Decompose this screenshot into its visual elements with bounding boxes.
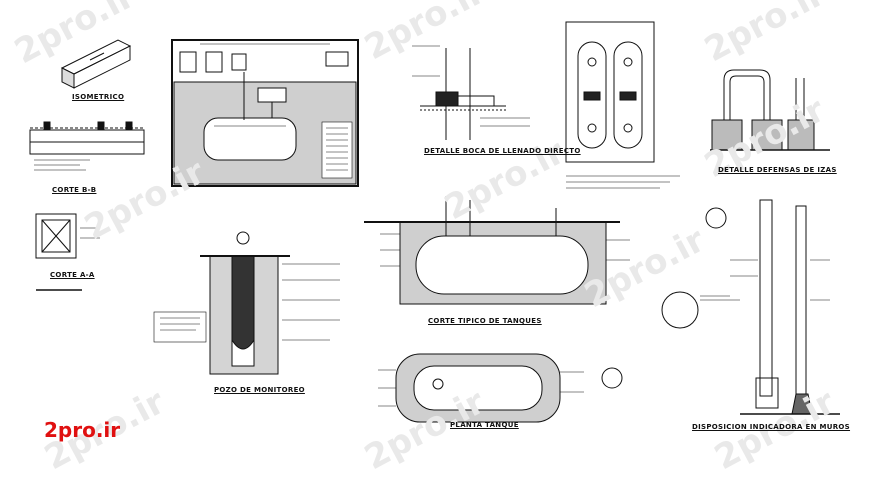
corte-bb-detail bbox=[29, 121, 145, 171]
isometric-detail bbox=[60, 39, 132, 89]
title-corte-aa: CORTE A-A bbox=[50, 271, 95, 279]
fill-port-detail bbox=[412, 45, 530, 140]
title-isometrico: ISOMETRICO bbox=[72, 93, 125, 101]
wall-marker-section bbox=[730, 199, 840, 415]
tank-section bbox=[364, 196, 630, 305]
title-detalle-defensas: DETALLE DEFENSAS DE IZAS bbox=[718, 166, 837, 174]
title-corte-tipico: CORTE TIPICO DE TANQUES bbox=[428, 317, 542, 325]
title-pozo: POZO DE MONITOREO bbox=[214, 386, 305, 394]
tank-installation-sheet bbox=[171, 39, 359, 187]
corte-aa-detail bbox=[35, 213, 100, 291]
double-tank-plan bbox=[565, 21, 680, 189]
monitoring-well bbox=[153, 231, 340, 375]
circle-details bbox=[601, 207, 740, 389]
brand-logo: 2pro.ir bbox=[44, 418, 121, 442]
bollard-detail bbox=[710, 69, 830, 151]
title-corte-bb: CORTE B-B bbox=[52, 186, 97, 194]
title-detalle-boca: DETALLE BOCA DE LLENADO DIRECTO bbox=[424, 147, 581, 155]
tank-plan bbox=[378, 353, 584, 423]
title-planta-tanque: PLANTA TANQUE bbox=[450, 421, 519, 429]
title-disposicion: DISPOSICION INDICADORA EN MUROS bbox=[692, 423, 851, 431]
